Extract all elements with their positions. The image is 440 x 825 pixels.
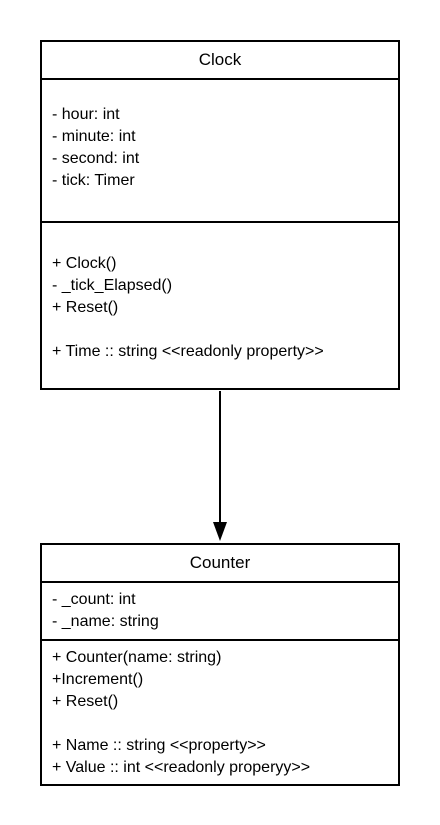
operation: + Value :: int <<readonly properyy>>: [52, 759, 311, 776]
attribute: - _name: string: [52, 613, 159, 630]
operation: + Time :: string <<readonly property>>: [52, 343, 324, 360]
attribute: - tick: Timer: [52, 172, 135, 189]
attributes-section: - _count: int - _name: string: [42, 581, 398, 639]
operations-section: + Counter(name: string) +Increment() + R…: [42, 639, 398, 784]
spacer-line: [52, 713, 398, 735]
operation: - _tick_Elapsed(): [52, 277, 173, 294]
operation: + Counter(name: string): [52, 649, 222, 666]
attribute: - minute: int: [52, 128, 136, 145]
attributes-section: - hour: int - minute: int - second: int …: [42, 78, 398, 221]
class-clock[interactable]: Clock - hour: int - minute: int - second…: [40, 40, 400, 390]
operation: + Reset(): [52, 299, 119, 316]
attribute: - hour: int: [52, 106, 120, 123]
class-name: Counter: [189, 553, 251, 572]
attribute: - second: int: [52, 150, 140, 167]
attribute: - _count: int: [52, 591, 136, 608]
class-counter[interactable]: Counter - _count: int - _name: string + …: [40, 543, 400, 786]
operation: + Name :: string <<property>>: [52, 737, 266, 754]
class-name-section: Clock: [42, 42, 398, 78]
operation: + Reset(): [52, 693, 119, 710]
arrowhead-icon: [213, 522, 227, 541]
class-name: Clock: [198, 50, 242, 69]
operation: +Increment(): [52, 671, 144, 688]
class-name-section: Counter: [42, 545, 398, 581]
operation: + Clock(): [52, 255, 117, 272]
operations-section: + Clock() - _tick_Elapsed() + Reset() + …: [42, 221, 398, 388]
